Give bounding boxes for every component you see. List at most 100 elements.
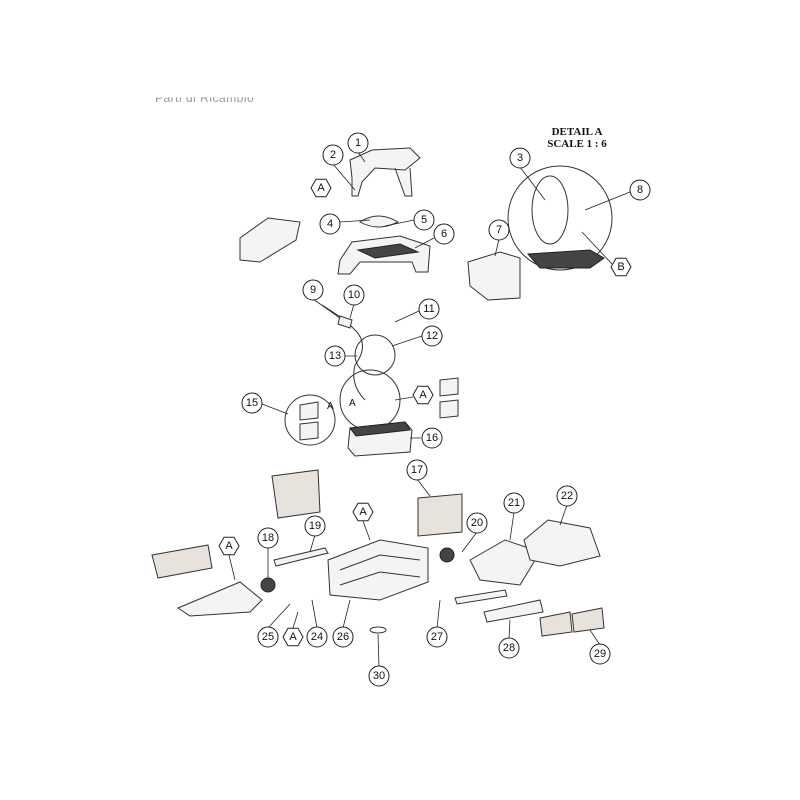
callout-circle	[241, 392, 263, 414]
axle-bar-part	[273, 547, 329, 567]
callout-circle	[426, 626, 448, 648]
callout-number: 9	[310, 284, 316, 296]
callout-18: 18	[257, 527, 279, 549]
callout-circle	[304, 515, 326, 537]
ref-a-inline-2: A	[349, 398, 356, 409]
detail-inner-loop	[531, 175, 569, 245]
ref-hex-a: A	[282, 627, 304, 647]
detail-title: DETAIL A	[551, 126, 603, 138]
detail-a-caption: DETAIL A SCALE 1 : 6	[527, 126, 627, 150]
ref-letter: A	[289, 631, 297, 643]
callout-circle	[509, 147, 531, 169]
handle-part	[349, 147, 421, 197]
callout-13: 13	[324, 345, 346, 367]
callout-number: 28	[503, 642, 515, 654]
chassis-detail	[339, 554, 421, 586]
ref-a-inline: A	[327, 401, 334, 412]
cable-part	[321, 304, 366, 401]
callout-circle	[413, 209, 435, 231]
callout-number: 5	[421, 214, 427, 226]
track-left-part	[176, 581, 263, 617]
callout-7: 7	[488, 219, 510, 241]
ref-letter: A	[359, 506, 367, 518]
detail-board	[526, 249, 605, 269]
callout-number: 16	[426, 432, 438, 444]
motor-box-top	[349, 421, 411, 437]
page-title: Parti di Ricambio	[155, 91, 255, 105]
ref-hex-a: A	[352, 502, 374, 522]
callout-number: 1	[355, 137, 361, 149]
callout-number: 10	[348, 289, 360, 301]
hexagon-shape	[412, 385, 434, 405]
leader-lines	[228, 151, 631, 668]
side-cover-part	[467, 251, 521, 301]
callout-circle	[306, 626, 328, 648]
callout-4: 4	[319, 213, 341, 235]
callout-24: 24	[306, 626, 328, 648]
callout-circle	[498, 637, 520, 659]
hexagon-shape	[610, 257, 632, 277]
callout-22: 22	[556, 485, 578, 507]
callout-circle	[302, 279, 324, 301]
callout-number: 24	[311, 631, 323, 643]
connector-part	[337, 315, 353, 329]
cover-grille	[356, 243, 420, 259]
hexagon-shape	[282, 627, 304, 647]
callout-number: 20	[471, 517, 483, 529]
washer-part	[369, 626, 387, 634]
callout-circle	[322, 144, 344, 166]
callout-6: 6	[433, 223, 455, 245]
callout-15: 15	[241, 392, 263, 414]
callout-circle	[503, 492, 525, 514]
callout-circle	[406, 459, 428, 481]
callout-number: 18	[262, 532, 274, 544]
callout-26: 26	[332, 626, 354, 648]
callout-30: 30	[368, 665, 390, 687]
ref-hex-a: A	[310, 178, 332, 198]
callout-21: 21	[503, 492, 525, 514]
callout-circle	[319, 213, 341, 235]
callout-12: 12	[421, 325, 443, 347]
callout-25: 25	[257, 626, 279, 648]
callout-number: 25	[262, 631, 274, 643]
detail-circle-13	[354, 334, 396, 376]
callout-number: 4	[327, 218, 333, 230]
callout-16: 16	[421, 427, 443, 449]
callout-number: 17	[411, 464, 423, 476]
callout-20: 20	[466, 512, 488, 534]
filter-left-part	[271, 469, 321, 519]
ref-hex-b: B	[610, 257, 632, 277]
callout-1: 1	[347, 132, 369, 154]
callout-number: 29	[594, 648, 606, 660]
callout-number: 7	[496, 224, 502, 236]
callout-3: 3	[509, 147, 531, 169]
callout-number: 27	[431, 631, 443, 643]
callout-circle	[332, 626, 354, 648]
callout-circle	[343, 284, 365, 306]
parts	[151, 147, 613, 637]
side-panel-part	[523, 519, 601, 567]
clip-part	[299, 401, 319, 441]
callout-circle	[488, 219, 510, 241]
hexagon-shape	[352, 502, 374, 522]
hexagon-shape	[310, 178, 332, 198]
filter-right-part	[417, 493, 463, 537]
ref-hex-a: A	[412, 385, 434, 405]
callout-circle	[324, 345, 346, 367]
detail-circle-15	[284, 394, 336, 446]
callout-circle	[257, 527, 279, 549]
chassis-part	[327, 539, 429, 601]
track-right-part	[469, 539, 541, 586]
axle-bar-right-part	[454, 589, 508, 605]
wheel-right-part	[439, 547, 455, 563]
callout-number: 8	[637, 184, 643, 196]
ref-letter: A	[317, 182, 325, 194]
callout-circle	[421, 325, 443, 347]
callout-number: 6	[441, 228, 447, 240]
callout-10: 10	[343, 284, 365, 306]
cover-disc-part	[359, 215, 400, 228]
callout-29: 29	[589, 643, 611, 665]
callout-2: 2	[322, 144, 344, 166]
